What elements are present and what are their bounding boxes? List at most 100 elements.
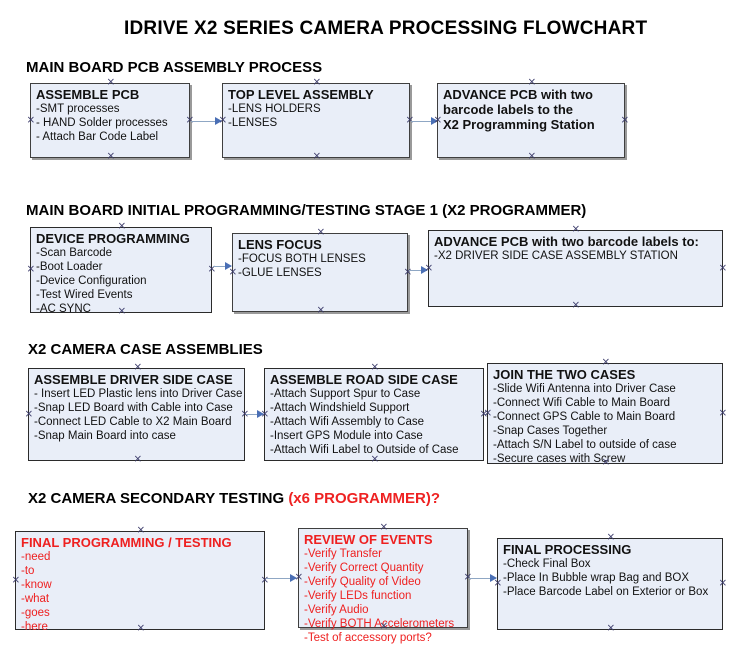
connector-handle-left-icon[interactable] bbox=[25, 412, 32, 419]
node-header: ASSEMBLE PCB bbox=[36, 87, 140, 102]
connector-handle-top-icon[interactable] bbox=[313, 80, 320, 87]
arrow-head-icon bbox=[257, 410, 264, 418]
page-title: IDRIVE X2 SERIES CAMERA PROCESSING FLOWC… bbox=[124, 18, 648, 39]
node-line: -AC SYNC bbox=[36, 303, 91, 315]
node-line: -goes bbox=[21, 607, 50, 619]
connector-handle-left-icon[interactable] bbox=[494, 581, 501, 588]
node-line: -Snap Cases Together bbox=[493, 425, 608, 437]
node-line: -Verify Correct Quantity bbox=[304, 562, 424, 574]
node-line: -Connect GPS Cable to Main Board bbox=[493, 411, 676, 423]
node-header: JOIN THE TWO CASES bbox=[493, 367, 636, 382]
connector-handle-left-icon[interactable] bbox=[27, 267, 34, 274]
node-line: -Place Barcode Label on Exterior or Box bbox=[503, 586, 709, 598]
node-line: -know bbox=[21, 579, 52, 591]
node-assemble-road-side-case[interactable]: ASSEMBLE ROAD SIDE CASE -Attach Support … bbox=[264, 368, 484, 461]
connector-handle-bottom-icon[interactable] bbox=[107, 154, 114, 161]
node-line: -to bbox=[21, 565, 35, 577]
node-line: -FOCUS BOTH LENSES bbox=[238, 253, 366, 265]
connector-handle-bottom-icon[interactable] bbox=[134, 457, 141, 464]
section-title-text: MAIN BOARD PCB ASSEMBLY PROCESS bbox=[26, 59, 323, 76]
connector-device-programming-to-lens-focus bbox=[213, 262, 232, 270]
node-line: - Attach Bar Code Label bbox=[36, 131, 159, 143]
connector-handle-left-icon[interactable] bbox=[27, 118, 34, 125]
connector-handle-top-icon[interactable] bbox=[607, 535, 614, 542]
node-header: LENS FOCUS bbox=[238, 237, 322, 252]
connector-handle-bottom-icon[interactable] bbox=[317, 308, 324, 315]
connector-handle-top-icon[interactable] bbox=[317, 230, 324, 237]
section-title-text: X2 CAMERA SECONDARY TESTING bbox=[28, 490, 289, 507]
arrow-head-icon bbox=[431, 117, 438, 125]
connector-assemble-pcb-to-top-level-assembly bbox=[191, 117, 222, 125]
node-line: -Verify Audio bbox=[304, 604, 369, 616]
section-title-main-board-initial-programming-testing-stage-1: MAIN BOARD INITIAL PROGRAMMING/TESTING S… bbox=[26, 202, 586, 219]
node-advance-pcb-to-driver-side-case-station[interactable]: ADVANCE PCB with two barcode labels to: … bbox=[428, 230, 723, 307]
connector-handle-right-icon[interactable] bbox=[208, 267, 215, 274]
connector-lens-focus-to-advance-pcb bbox=[409, 266, 428, 274]
node-header: TOP LEVEL ASSEMBLY bbox=[228, 87, 374, 102]
node-line: - HAND Solder processes bbox=[36, 117, 168, 129]
node-review-of-events[interactable]: REVIEW OF EVENTS -Verify Transfer -Verif… bbox=[298, 525, 468, 644]
connector-final-programming-to-review-of-events bbox=[266, 574, 297, 582]
node-line-overflow: -Test of accessory ports? bbox=[304, 632, 432, 644]
section-title-text: X2 CAMERA CASE ASSEMBLIES bbox=[28, 341, 263, 358]
node-header: FINAL PROCESSING bbox=[503, 542, 632, 557]
connector-handle-top-icon[interactable] bbox=[118, 224, 125, 231]
connector-handle-top-icon[interactable] bbox=[572, 227, 579, 234]
node-line: -Check Final Box bbox=[503, 558, 591, 570]
connector-handle-top-icon[interactable] bbox=[134, 365, 141, 372]
node-line: -Slide Wifi Antenna into Driver Case bbox=[493, 383, 676, 395]
node-advance-pcb-to-programming-station[interactable]: ADVANCE PCB with two barcode labels to t… bbox=[437, 83, 625, 158]
node-header: FINAL PROGRAMMING / TESTING bbox=[21, 535, 232, 550]
connector-handle-right-icon[interactable] bbox=[261, 578, 268, 585]
node-final-processing[interactable]: FINAL PROCESSING -Check Final Box -Place… bbox=[497, 538, 723, 630]
node-join-the-two-cases[interactable]: JOIN THE TWO CASES -Slide Wifi Antenna i… bbox=[487, 360, 726, 465]
node-assemble-pcb[interactable]: ASSEMBLE PCB -SMT processes - HAND Solde… bbox=[30, 83, 190, 158]
arrow-head-icon bbox=[421, 266, 428, 274]
connector-handle-bottom-icon[interactable] bbox=[371, 457, 378, 464]
node-top-level-assembly[interactable]: TOP LEVEL ASSEMBLY -LENS HOLDERS -LENSES bbox=[222, 83, 410, 158]
node-line: -Boot Loader bbox=[36, 261, 103, 273]
connector-handle-top-icon[interactable] bbox=[528, 80, 535, 87]
arrow-head-icon bbox=[225, 262, 232, 270]
node-device-programming[interactable]: DEVICE PROGRAMMING -Scan Barcode -Boot L… bbox=[27, 224, 215, 315]
node-line: -Test Wired Events bbox=[36, 289, 133, 301]
connector-handle-bottom-icon[interactable] bbox=[313, 154, 320, 161]
node-line: -what bbox=[21, 593, 50, 605]
connector-handle-top-icon[interactable] bbox=[107, 80, 114, 87]
node-line: -Verify Transfer bbox=[304, 548, 382, 560]
node-line: -Attach Support Spur to Case bbox=[270, 388, 421, 400]
connector-handle-left-icon[interactable] bbox=[12, 578, 19, 585]
connector-handle-top-icon[interactable] bbox=[602, 360, 609, 367]
arrow-head-icon bbox=[290, 574, 297, 582]
connector-handle-right-icon[interactable] bbox=[719, 266, 726, 273]
node-line: -Device Configuration bbox=[36, 275, 147, 287]
section-title-text: MAIN BOARD INITIAL PROGRAMMING/TESTING S… bbox=[26, 202, 587, 219]
node-line: -Place In Bubble wrap Bag and BOX bbox=[503, 572, 690, 584]
node-assemble-driver-side-case[interactable]: ASSEMBLE DRIVER SIDE CASE - Insert LED P… bbox=[28, 368, 245, 461]
node-lens-focus[interactable]: LENS FOCUS -FOCUS BOTH LENSES -GLUE LENS… bbox=[232, 233, 408, 312]
arrow-head-icon bbox=[490, 574, 497, 582]
node-header: ASSEMBLE ROAD SIDE CASE bbox=[270, 372, 458, 387]
connector-handle-bottom-icon[interactable] bbox=[607, 626, 614, 633]
connector-handle-right-icon[interactable] bbox=[719, 581, 726, 588]
connector-handle-bottom-icon[interactable] bbox=[528, 154, 535, 161]
connector-handle-right-icon[interactable] bbox=[404, 270, 411, 277]
node-line: -Verify Quality of Video bbox=[304, 576, 421, 588]
connector-handle-top-icon[interactable] bbox=[380, 525, 387, 532]
section-title-main-board-pcb-assembly-process: MAIN BOARD PCB ASSEMBLY PROCESS bbox=[26, 59, 322, 76]
node-line: -Verify LEDs function bbox=[304, 590, 412, 602]
section-title-x2-camera-case-assemblies: X2 CAMERA CASE ASSEMBLIES bbox=[28, 341, 263, 358]
node-line: -Attach Wifi Assembly to Case bbox=[270, 416, 425, 428]
connector-handle-top-icon[interactable] bbox=[137, 528, 144, 535]
node-line: - Insert LED Plastic lens into Driver Ca… bbox=[34, 388, 243, 400]
node-header: REVIEW OF EVENTS bbox=[304, 532, 433, 547]
node-line: -Connect Wifi Cable to Main Board bbox=[493, 397, 671, 409]
node-line: -Verify BOTH Accelerometers bbox=[304, 618, 455, 630]
connector-handle-bottom-icon[interactable] bbox=[572, 303, 579, 310]
connector-handle-left-icon[interactable] bbox=[229, 270, 236, 277]
connector-handle-right-icon[interactable] bbox=[719, 411, 726, 418]
connector-handle-top-icon[interactable] bbox=[371, 365, 378, 372]
node-final-programming-testing[interactable]: FINAL PROGRAMMING / TESTING -need -to -k… bbox=[12, 528, 268, 633]
connector-handle-right-icon[interactable] bbox=[621, 118, 628, 125]
